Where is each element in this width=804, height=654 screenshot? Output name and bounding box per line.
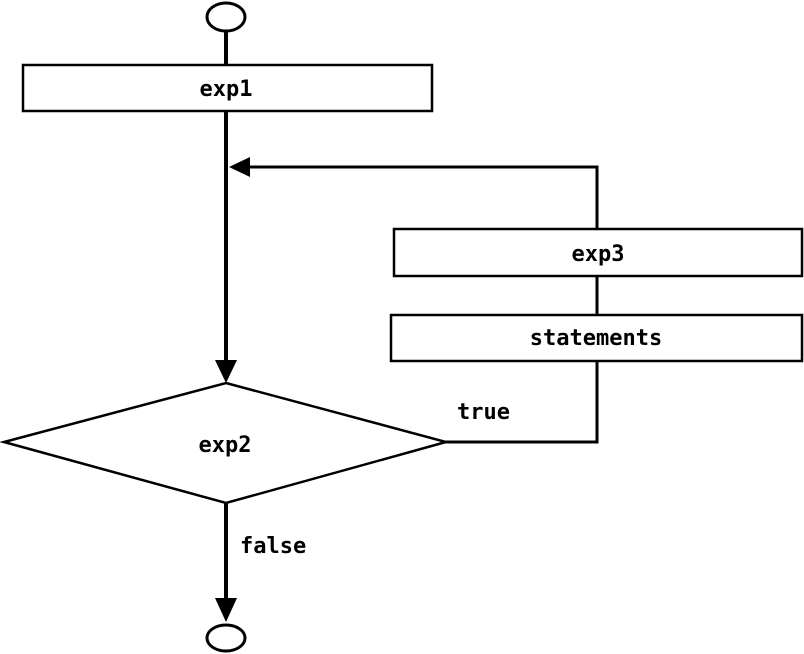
exp3-label: exp3: [572, 242, 625, 267]
statements-label: statements: [530, 326, 662, 351]
start-terminal: [205, 1, 247, 33]
end-terminal: [205, 623, 247, 653]
exp2-label: exp2: [199, 433, 252, 458]
edge-true-branch: [446, 361, 599, 444]
arrowhead-loop-back: [229, 157, 250, 177]
arrowhead-into-exp2: [215, 360, 237, 383]
true-label: true: [457, 400, 510, 425]
arrowhead-into-end: [215, 598, 237, 622]
statements-node: statements: [389, 313, 804, 363]
exp1-label: exp1: [200, 77, 253, 102]
false-label: false: [240, 534, 306, 559]
exp3-node: exp3: [392, 227, 804, 278]
exp1-node: exp1: [21, 63, 434, 113]
edge-exp3-loop-back: [248, 165, 599, 229]
exp2-decision: exp2: [0, 381, 451, 505]
